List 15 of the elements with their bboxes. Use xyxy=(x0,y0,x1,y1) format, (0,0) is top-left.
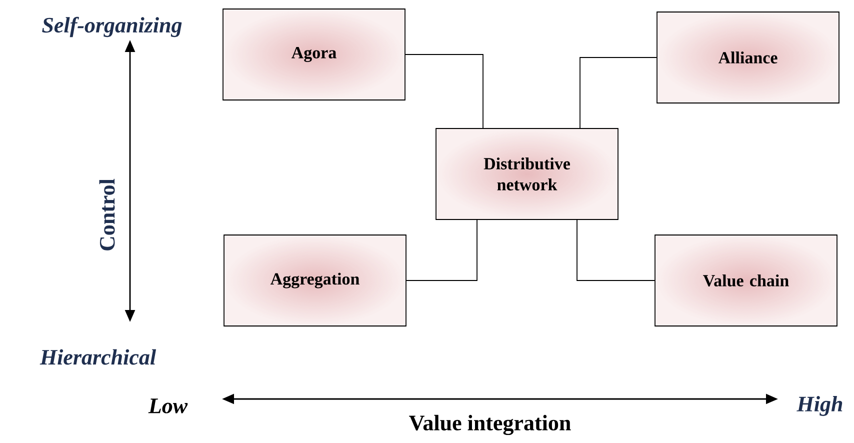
axis-title: Control xyxy=(99,178,115,250)
axis-label: Self-organizing xyxy=(42,16,182,38)
process-box: Alliance xyxy=(656,12,840,104)
connector xyxy=(580,57,657,128)
process-box: Aggregation xyxy=(224,234,406,326)
axis-label: High xyxy=(796,396,842,416)
connector xyxy=(576,220,655,281)
process-box: Value chain xyxy=(654,234,838,326)
axis-label: Low xyxy=(148,398,188,414)
process-box: Agora xyxy=(222,8,406,100)
axis-title: Value integration xyxy=(409,414,571,436)
connector xyxy=(406,220,478,281)
axis-label: Hierarchical xyxy=(40,349,156,365)
connector xyxy=(405,54,484,128)
process-box: Distributive network xyxy=(436,128,618,220)
